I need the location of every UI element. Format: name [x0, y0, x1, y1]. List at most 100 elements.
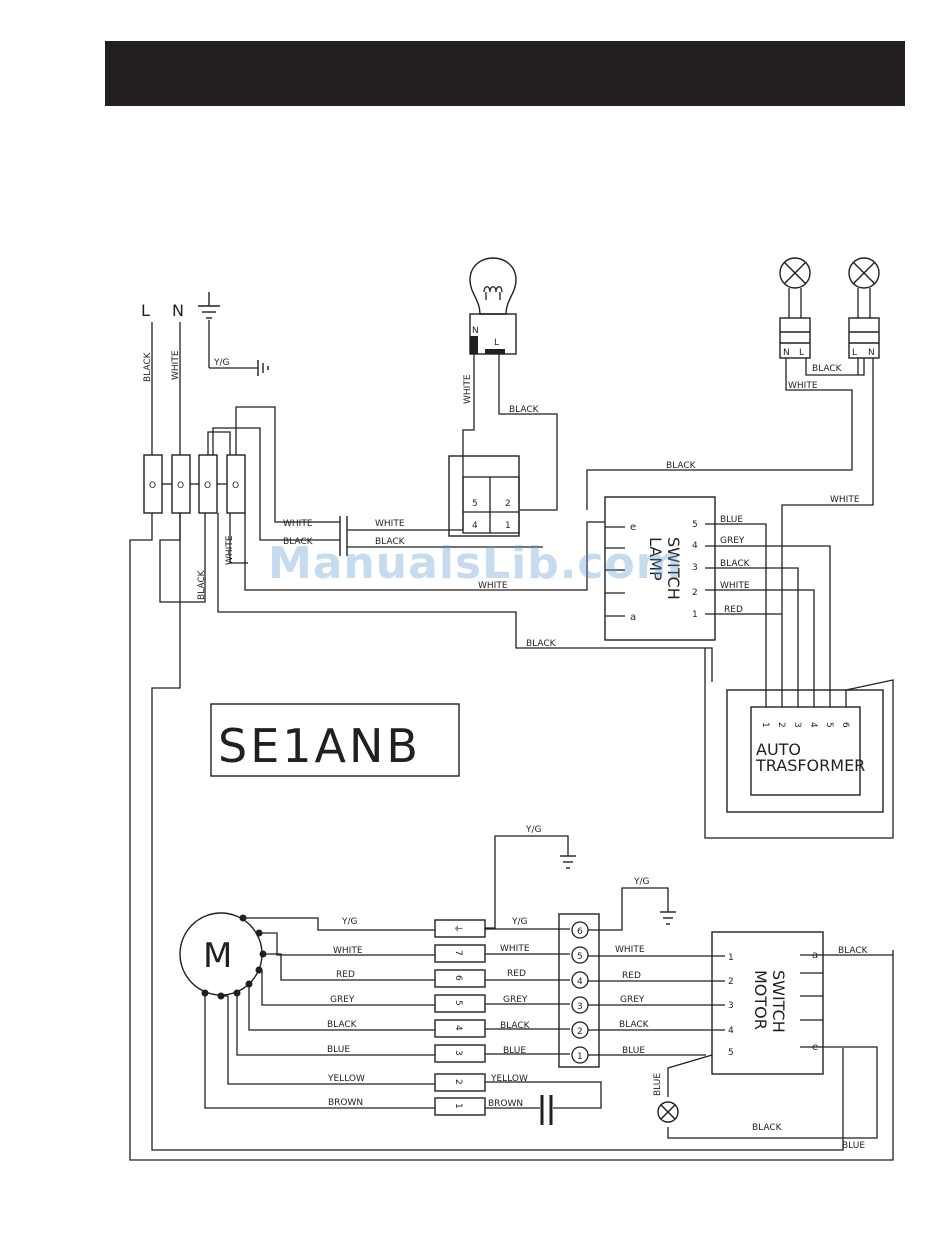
at-pin-3: 3: [792, 722, 802, 728]
switch-lamp-pin-2: 2: [692, 588, 698, 598]
switch-lamp-pin-1: 1: [692, 610, 698, 620]
halogen-lamp-icon-left: [779, 257, 811, 318]
switch-lamp-title-2: LAMP: [646, 537, 665, 581]
lamp-holder-l: L: [494, 338, 499, 348]
mc-pin-earth: ⏚: [452, 924, 463, 933]
label-m-grey: GREY: [330, 995, 355, 1005]
svg-text:O: O: [232, 481, 239, 491]
label-s-black: BLACK: [619, 1020, 650, 1030]
tb-pin-5: 5: [577, 952, 583, 962]
switch-motor-pin-3: 3: [728, 1001, 734, 1011]
label-line: L: [141, 301, 150, 320]
switch-lamp-pin-4: 4: [692, 541, 698, 551]
at-pin-6: 6: [840, 722, 850, 728]
tb-pin-1: 1: [577, 1052, 583, 1062]
label-ms-black: BLACK: [838, 946, 869, 956]
switch-motor-pin-2: 2: [728, 977, 734, 987]
label-c-white: WHITE: [500, 944, 530, 954]
label-top-white: WHITE: [830, 495, 860, 505]
label-s-blue: BLUE: [622, 1046, 645, 1056]
watermark: ManualsLib.com: [268, 538, 683, 589]
header-bar: [105, 41, 905, 106]
switch-lamp-pin-3: 3: [692, 563, 698, 573]
tb-pin-3: 3: [577, 1002, 583, 1012]
mc-pin-7: 7: [453, 950, 463, 956]
small-switch-pin-4: 4: [472, 521, 478, 531]
label-black-2: BLACK: [375, 537, 406, 547]
at-pin-1: 1: [760, 722, 770, 728]
label-black-1: BLACK: [283, 537, 314, 547]
tb-pin-6: 6: [577, 927, 583, 937]
label-white-2: WHITE: [375, 519, 405, 529]
label-m-red: RED: [336, 970, 355, 980]
auto-transformer: [750, 706, 861, 796]
filter-capacitor: [339, 516, 348, 556]
switch-motor-pin-5: 5: [728, 1048, 734, 1058]
label-halogen-white: WHITE: [788, 381, 818, 391]
model-label: SE1ANB: [218, 719, 421, 773]
at-pin-4: 4: [808, 722, 818, 728]
label-m-yg: Y/G: [341, 917, 358, 927]
label-earth-yg: Y/G: [213, 358, 230, 368]
label-white-1: WHITE: [283, 519, 313, 529]
label-c-yg: Y/G: [511, 917, 528, 927]
mc-pin-4: 4: [453, 1025, 463, 1031]
label-white-vert: WHITE: [225, 535, 235, 565]
label-supply-white: WHITE: [171, 350, 181, 380]
model-box: [210, 703, 460, 777]
label-lamp-black: BLACK: [509, 405, 540, 415]
at-label-1: AUTO: [756, 740, 801, 759]
label-c-black: BLACK: [500, 1021, 531, 1031]
label-m-white: WHITE: [333, 946, 363, 956]
earth-icon-4: [660, 911, 676, 925]
label-m-blue: BLUE: [327, 1045, 350, 1055]
label-c-grey: GREY: [503, 995, 528, 1005]
label-black-3: BLACK: [526, 639, 557, 649]
at-pin-5: 5: [824, 722, 834, 728]
tb-pin-2: 2: [577, 1027, 583, 1037]
capacitor-icon: [540, 1095, 553, 1125]
label-lamp-white: WHITE: [463, 374, 473, 404]
label-ls-white: WHITE: [720, 581, 750, 591]
label-ls-grey: GREY: [720, 536, 745, 546]
label-c-red: RED: [507, 969, 526, 979]
label-ls-blue: BLUE: [720, 515, 743, 525]
label-c-yellow: YELLOW: [490, 1074, 528, 1084]
switch-lamp-a: a: [630, 612, 637, 623]
earth-icon-2: [257, 360, 269, 376]
mc-pin-2: 2: [453, 1079, 463, 1085]
switch-motor-pin-4: 4: [728, 1026, 734, 1036]
label-ls-black: BLACK: [720, 559, 751, 569]
switch-lamp-pin-5: 5: [692, 520, 698, 530]
label-ms-blue: BLUE: [842, 1141, 865, 1151]
earth-icon: [198, 292, 220, 319]
label-s-yg: Y/G: [633, 877, 650, 887]
switch-lamp-title-1: SWITCH: [664, 537, 683, 600]
mc-pin-5: 5: [453, 1000, 463, 1006]
label-s-red: RED: [622, 971, 641, 981]
halogen-lamp-icon-right: [848, 257, 880, 318]
label-c-brown: BROWN: [488, 1099, 523, 1109]
mc-pin-1: 1: [453, 1103, 463, 1109]
switch-motor-title-1: SWITCH: [769, 970, 788, 1033]
indicator-lamp-icon: [657, 1101, 679, 1123]
label-supply-black: BLACK: [143, 351, 153, 382]
switch-lamp-e: e: [630, 522, 637, 533]
label-c-blue: BLUE: [503, 1046, 526, 1056]
svg-text:O: O: [149, 481, 156, 491]
small-switch-pin-2: 2: [505, 499, 511, 509]
motor-symbol: M: [203, 936, 232, 976]
halogen-left-n: N: [783, 348, 790, 358]
label-m-black: BLACK: [327, 1020, 358, 1030]
switch-motor: [711, 931, 824, 1075]
switch-motor-pin-1: 1: [728, 953, 734, 963]
svg-text:O: O: [204, 481, 211, 491]
label-c-yg-top: Y/G: [525, 825, 542, 835]
at-label-2: TRASFORMER: [755, 756, 865, 775]
mc-pin-3: 3: [453, 1050, 463, 1056]
small-switch-pin-1: 1: [505, 521, 511, 531]
tb-pin-4: 4: [577, 977, 583, 987]
label-m-brown: BROWN: [328, 1098, 363, 1108]
lamp-holder-n: N: [472, 326, 479, 336]
